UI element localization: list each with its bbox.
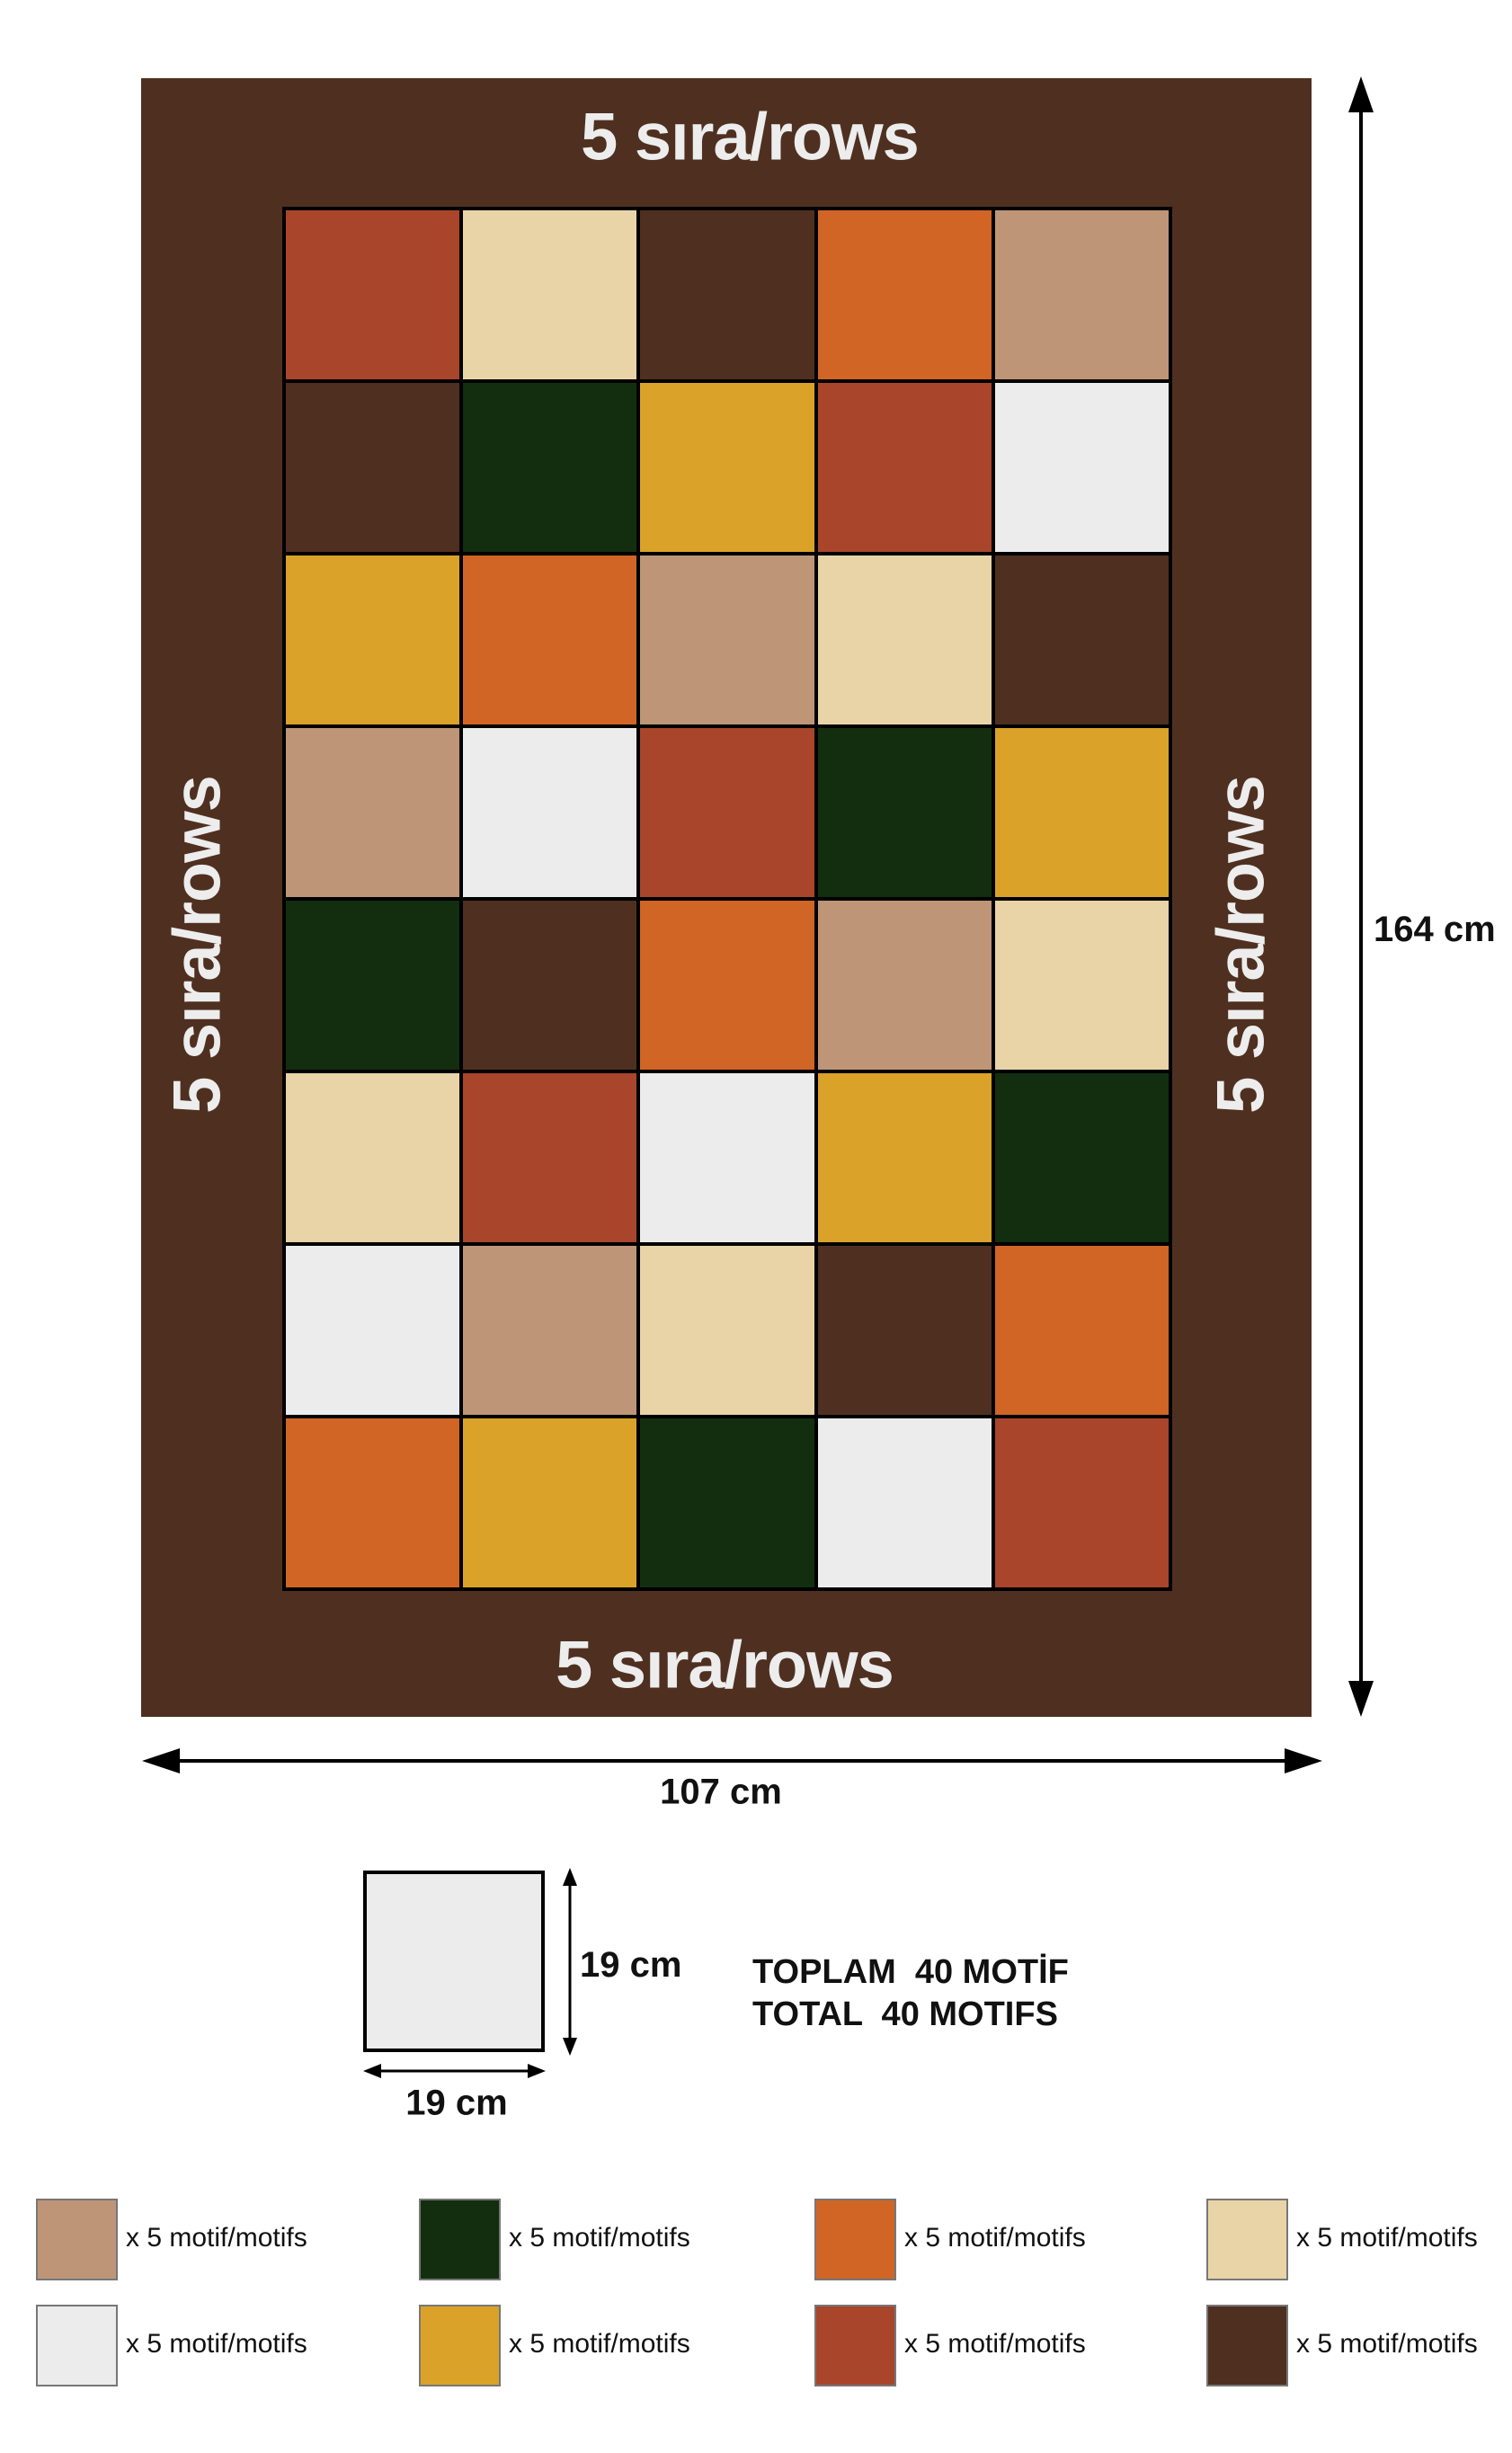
motif-grid (282, 207, 1172, 1591)
motif-cell-orange (817, 210, 992, 379)
motif-cell-rust (286, 210, 460, 379)
motif-cell-cream (817, 555, 992, 724)
motif-cell-green (994, 1073, 1169, 1242)
legend-swatch-cream (1206, 2199, 1288, 2280)
motif-cell-tan (463, 1246, 637, 1415)
motif-cell-rust (640, 728, 814, 897)
total-motifs-tr: TOPLAM 40 MOTİF (752, 1953, 1069, 1991)
motif-cell-yellow (994, 728, 1169, 897)
motif-cell-rust (463, 1073, 637, 1242)
legend-count-label: x 5 motif/motifs (1296, 2223, 1478, 2253)
motif-cell-yellow (817, 1073, 992, 1242)
top-rows-label: 5 sıra/rows (581, 99, 920, 174)
motif-cell-orange (286, 1418, 460, 1587)
motif-cell-yellow (640, 383, 814, 552)
motif-cell-white (640, 1073, 814, 1242)
motif-cell-orange (463, 555, 637, 724)
legend-count-label: x 5 motif/motifs (904, 2329, 1086, 2359)
motif-cell-tan (640, 555, 814, 724)
legend-swatch-green (419, 2199, 501, 2280)
motif-cell-orange (640, 901, 814, 1070)
motif-cell-yellow (463, 1418, 637, 1587)
legend-swatch-rust (814, 2305, 896, 2386)
legend-swatch-yellow (419, 2305, 501, 2386)
legend-swatch-orange (814, 2199, 896, 2280)
motif-cell-dark-brown (640, 210, 814, 379)
motif-cell-tan (817, 901, 992, 1070)
motif-cell-dark-brown (463, 901, 637, 1070)
bottom-rows-label: 5 sıra/rows (556, 1627, 894, 1702)
motif-cell-rust (817, 383, 992, 552)
motif-cell-green (640, 1418, 814, 1587)
motif-height-arrow (563, 1868, 577, 2056)
motif-cell-cream (286, 1073, 460, 1242)
motif-cell-green (286, 901, 460, 1070)
legend-count-label: x 5 motif/motifs (1296, 2329, 1478, 2359)
legend-swatch-tan (36, 2199, 118, 2280)
motif-cell-tan (994, 210, 1169, 379)
legend-count-label: x 5 motif/motifs (126, 2223, 307, 2253)
motif-cell-green (463, 383, 637, 552)
legend-count-label: x 5 motif/motifs (509, 2223, 690, 2253)
motif-cell-rust (994, 1418, 1169, 1587)
legend-swatch-white (36, 2305, 118, 2386)
total-motifs-en: TOTAL 40 MOTIFS (752, 1995, 1058, 2033)
legend-count-label: x 5 motif/motifs (904, 2223, 1086, 2253)
motif-cell-tan (286, 728, 460, 897)
height-arrow (1348, 76, 1374, 1717)
motif-cell-white (286, 1246, 460, 1415)
width-label: 107 cm (660, 1772, 782, 1812)
motif-cell-white (994, 383, 1169, 552)
motif-width-label: 19 cm (405, 2083, 508, 2123)
width-arrow (142, 1748, 1322, 1773)
motif-cell-cream (640, 1246, 814, 1415)
motif-sample (363, 1871, 545, 2052)
legend-count-label: x 5 motif/motifs (126, 2329, 307, 2359)
motif-cell-dark-brown (994, 555, 1169, 724)
motif-cell-dark-brown (286, 383, 460, 552)
motif-cell-white (463, 728, 637, 897)
legend-count-label: x 5 motif/motifs (509, 2329, 690, 2359)
motif-cell-dark-brown (817, 1246, 992, 1415)
motif-height-label: 19 cm (580, 1945, 682, 1985)
motif-cell-green (817, 728, 992, 897)
motif-cell-cream (994, 901, 1169, 1070)
legend-swatch-dark-brown (1206, 2305, 1288, 2386)
motif-cell-orange (994, 1246, 1169, 1415)
motif-cell-cream (463, 210, 637, 379)
motif-cell-yellow (286, 555, 460, 724)
motif-width-arrow (363, 2064, 546, 2078)
motif-cell-white (817, 1418, 992, 1587)
height-label: 164 cm (1374, 910, 1496, 949)
